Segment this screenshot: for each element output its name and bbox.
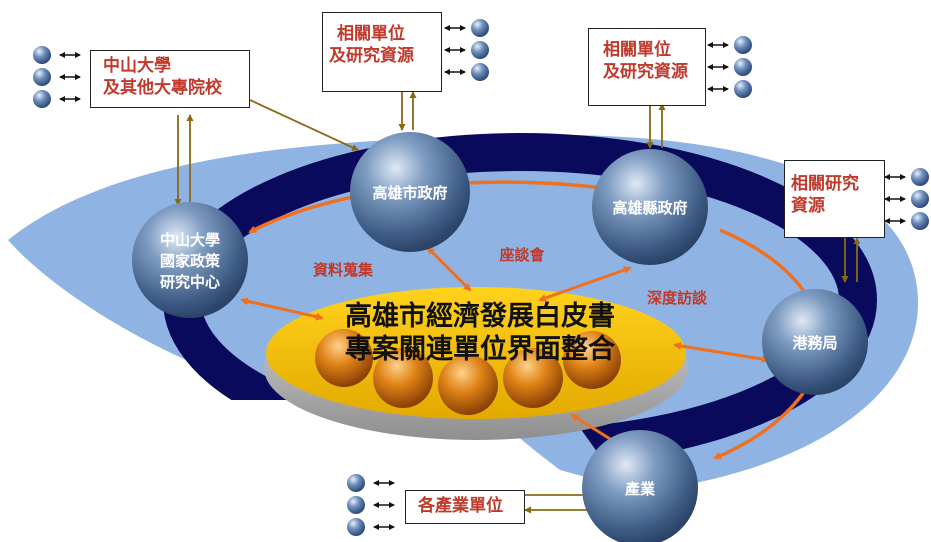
node-kaohsiung-city: 高雄市政府: [350, 132, 470, 252]
svg-text:中山大學: 中山大學: [160, 231, 220, 249]
flow-label-data-collection: 資料蒐集: [313, 261, 374, 279]
small-spheres-related-1: [444, 19, 489, 81]
svg-text:高雄市政府: 高雄市政府: [372, 184, 447, 202]
svg-text:產業: 產業: [624, 480, 656, 498]
small-spheres-industry-units: [347, 474, 395, 536]
interaction-arrows: [240, 246, 770, 444]
flow-label-interview: 深度訪談: [647, 289, 708, 307]
small-spheres-research: [884, 168, 929, 230]
svg-text:國家政策: 國家政策: [160, 252, 221, 270]
box-industry-units: 各產業單位: [405, 490, 525, 524]
node-industry: 產業: [582, 430, 698, 542]
small-spheres-related-2: [707, 36, 752, 98]
svg-text:研究中心: 研究中心: [160, 273, 220, 291]
small-spheres-nsysu: [33, 46, 81, 108]
center-title-line2: 專案關連單位界面整合: [345, 333, 615, 365]
svg-text:港務局: 港務局: [792, 334, 837, 352]
box-related-units-1: 相關單位 及研究資源: [322, 12, 442, 92]
node-kaohsiung-county: 高雄縣政府: [592, 149, 708, 265]
platform-balls: [315, 329, 621, 415]
connector-lines: [174, 91, 861, 514]
flow-label-forum: 座談會: [498, 246, 545, 264]
node-port-bureau: 港務局: [762, 289, 868, 395]
node-nsysu-center: 中山大學 國家政策 研究中心: [132, 202, 248, 318]
svg-text:高雄縣政府: 高雄縣政府: [612, 199, 687, 217]
box-related-units-2: 相關單位 及研究資源: [588, 28, 706, 106]
box-nsysu-schools: 中山大學 及其他大專院校: [90, 50, 250, 108]
box-related-research: 相關研究 資源: [784, 160, 885, 238]
center-title-line1: 高雄市經濟發展白皮書: [345, 300, 615, 332]
